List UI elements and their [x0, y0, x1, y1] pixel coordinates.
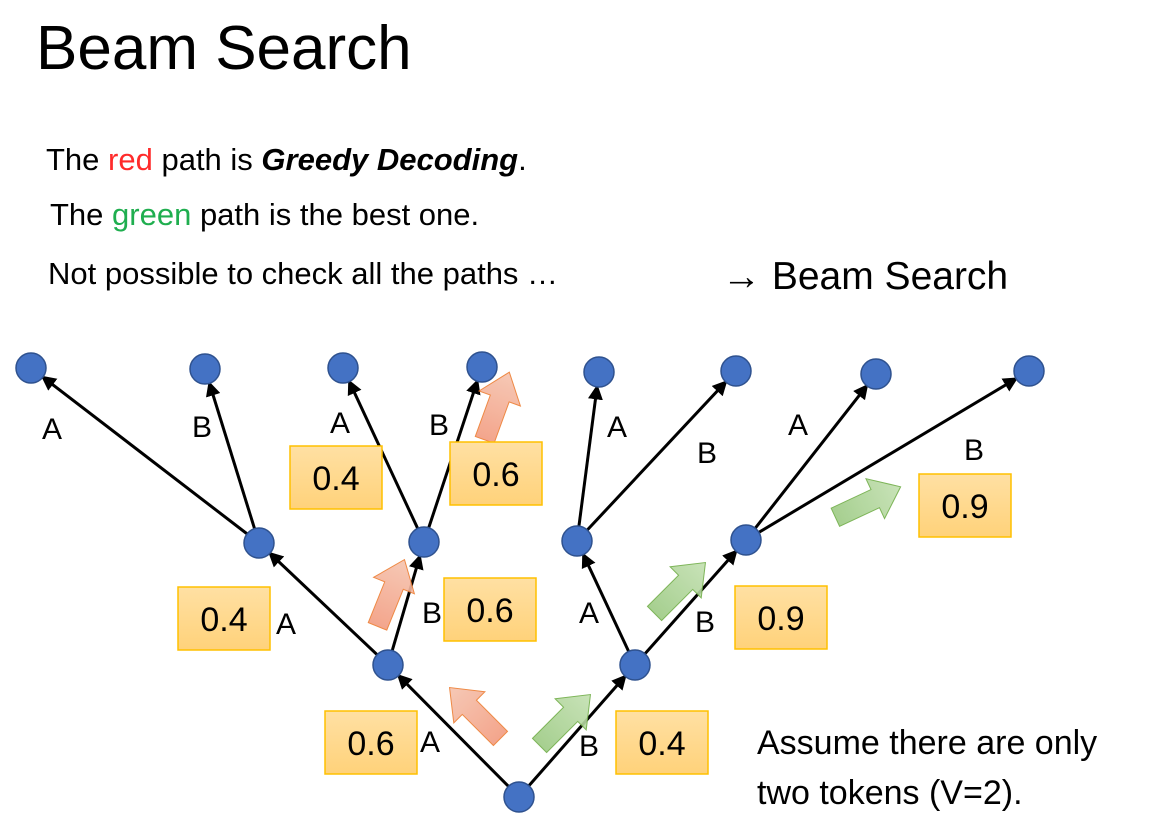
probability-value: 0.9 — [941, 488, 988, 526]
assumption-note: Assume there are only two tokens (V=2). — [757, 718, 1097, 818]
slide-title: Beam Search — [36, 14, 412, 83]
red-path-arrow-icon — [474, 371, 522, 444]
tree-node-abb — [466, 351, 498, 383]
tree-edge-baa — [575, 384, 603, 542]
tree-edge-bab — [575, 380, 728, 543]
note-line: two tokens (V=2). — [757, 774, 1023, 812]
probability-box: 0.6 — [449, 441, 543, 506]
probability-box: 0.9 — [918, 473, 1012, 538]
not-possible-line: Not possible to check all the paths … — [48, 256, 559, 291]
probability-value: 0.4 — [312, 460, 359, 498]
green-path-arrow-icon — [646, 561, 707, 622]
text: path is — [152, 142, 262, 177]
probability-box: 0.4 — [615, 710, 709, 775]
tree-edge-bba — [744, 383, 869, 541]
probability-box-bg — [289, 445, 383, 510]
tree-edge-aba — [347, 379, 426, 543]
green-path-arrow-icon — [830, 477, 902, 527]
note-line: Assume there are only — [757, 724, 1098, 762]
probability-box-bg — [449, 441, 543, 506]
probability-box: 0.6 — [324, 710, 418, 775]
edge-label: A — [330, 407, 350, 440]
greedy-line: The red path is Greedy Decoding. — [46, 144, 527, 175]
tree-node-root — [503, 781, 535, 813]
probability-box: 0.6 — [443, 577, 537, 642]
tree-node-b — [619, 649, 651, 681]
probability-box-bg — [734, 585, 828, 650]
edge-label: B — [697, 437, 717, 470]
best-path-line: The green path is the best one. — [50, 199, 479, 230]
tree-node-ab — [408, 526, 440, 558]
edge-label: B — [429, 409, 449, 442]
probability-box: 0.9 — [734, 585, 828, 650]
edge-label: B — [579, 730, 599, 763]
probability-box-bg — [615, 710, 709, 775]
edge-label: A — [420, 726, 440, 759]
edge-label: A — [42, 413, 62, 446]
tree-node-aba — [327, 352, 359, 384]
tree-node-aab — [189, 353, 221, 385]
tree-edge-aaa — [40, 375, 260, 545]
probability-value: 0.6 — [347, 725, 394, 763]
edge-label: B — [695, 606, 715, 639]
edge-label: B — [422, 597, 442, 630]
tree-node-bba — [860, 358, 892, 390]
edge-label: A — [579, 597, 599, 630]
tree-edge-bb — [633, 549, 738, 666]
probability-value: 0.6 — [466, 592, 513, 630]
probability-value: 0.4 — [200, 601, 247, 639]
probability-value: 0.9 — [757, 600, 804, 638]
probability-box-bg — [324, 710, 418, 775]
tree-node-baa — [583, 356, 615, 388]
tree-node-aa — [243, 527, 275, 559]
probability-value: 0.6 — [472, 456, 519, 494]
text: path is the best one. — [191, 197, 480, 232]
probability-value: 0.4 — [638, 725, 685, 763]
probability-box-bg — [443, 577, 537, 642]
red-path-arrow-icon — [367, 558, 416, 631]
beam-search-arrow-text: → Beam Search — [722, 255, 1009, 298]
tree-edge-ba — [581, 552, 637, 666]
green-path-arrow-icon — [531, 693, 592, 754]
green-word: green — [112, 197, 192, 232]
red-path-arrow-icon — [448, 686, 509, 747]
edge-label: B — [192, 411, 212, 444]
probability-box-bg — [177, 586, 271, 651]
tree-edge-aab — [205, 380, 261, 544]
tree-node-bb — [730, 524, 762, 556]
edge-label: B — [964, 434, 984, 467]
tree-node-a — [372, 649, 404, 681]
tree-node-bab — [720, 355, 752, 387]
tree-edge-a — [396, 673, 521, 799]
red-word: red — [108, 142, 153, 177]
probability-box-bg — [918, 473, 1012, 538]
tree-node-ba — [561, 525, 593, 557]
text: . — [518, 142, 527, 177]
tree-node-bbb — [1013, 355, 1045, 387]
edge-label: A — [788, 409, 808, 442]
probability-box: 0.4 — [177, 586, 271, 651]
tree-edge-bbb — [745, 376, 1019, 542]
edge-label: A — [607, 411, 627, 444]
text: The — [50, 197, 113, 232]
probability-box: 0.4 — [289, 445, 383, 510]
tree-edge-ab — [386, 553, 424, 666]
tree-edge-aa — [268, 551, 390, 667]
greedy-decoding-term: Greedy Decoding — [261, 142, 519, 177]
tree-node-aaa — [15, 352, 47, 384]
text: The — [46, 142, 109, 177]
edge-label: A — [276, 608, 296, 641]
tree-edge-b — [517, 674, 627, 798]
